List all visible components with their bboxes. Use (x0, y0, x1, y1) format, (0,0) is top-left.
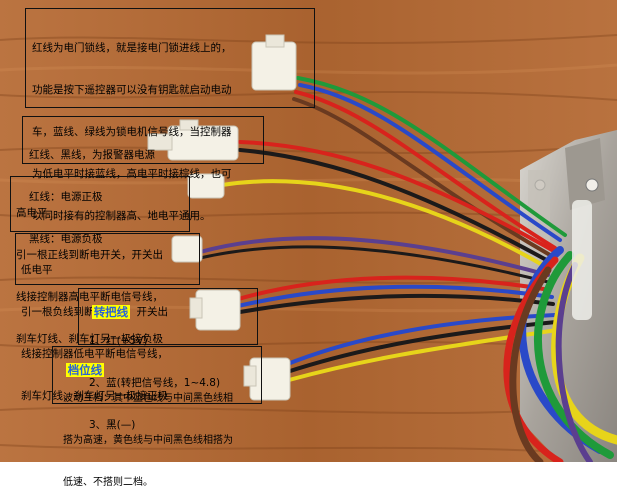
wire-bundle-icon (198, 76, 617, 462)
high-level-line-4: 刹车灯线、刹车灯另一极接负极 (16, 333, 163, 345)
alarm-line-1: 红线、黑线，为报警器电源 (29, 149, 155, 161)
low-level-note: 低电平 引一根负线到断电开关，开关出 线接控制器低电平断电信号线， 刹车灯线、刹… (15, 233, 200, 402)
gear-line-1: 波动三档：其中蓝色线与中间黑色线相 (63, 393, 233, 404)
door-lock-line-4: 为低电平时接蓝线，高电平时接棕线，也可 (32, 168, 232, 180)
door-lock-line-5: 以同时接有的控制器高、地电平通用。 (32, 210, 211, 222)
gear-title: 档位线 (65, 363, 105, 377)
throttle-line-2: 2、蓝(转把信号线，1~4.8) (89, 377, 221, 389)
alarm-line-3: 黑线：电源负极 (29, 233, 103, 245)
alarm-line-2: 红线：电源正极 (29, 191, 103, 203)
door-lock-line-1: 红线为电门锁线，就是接电门锁进线上的， (32, 42, 232, 54)
high-level-line-1: 高电平 (16, 207, 48, 219)
high-level-note: 高电平 引一根正线到断电开关，开关出 线接控制器高电平断电信号线， 刹车灯线、刹… (10, 176, 190, 345)
door-lock-line-2: 功能是按下遥控器可以没有钥匙就启动电动 (32, 84, 232, 96)
door-lock-line-3: 车，蓝线、绿线为锁电机信号线，当控制器 (32, 126, 232, 138)
throttle-note: 转把线 1、红(+5V) 2、蓝(转把信号线，1~4.8) 3、黑(—) (78, 288, 258, 431)
high-level-line-3: 线接控制器高电平断电信号线， (16, 291, 163, 303)
door-lock-note: 红线为电门锁线，就是接电门锁进线上的， 功能是按下遥控器可以没有钥匙就启动电动 … (25, 8, 315, 222)
alarm-power-note: 红线、黑线，为报警器电源 红线：电源正极 黑线：电源负极 (22, 116, 264, 245)
high-level-line-2: 引一根正线到断电开关，开关出 (16, 249, 163, 261)
gear-line-2: 搭为高速，黄色线与中间黑色线相搭为 (63, 435, 233, 446)
throttle-line-3: 3、黑(—) (89, 419, 136, 431)
throttle-line-1: 1、红(+5V) (89, 335, 148, 347)
connector-icon (147, 34, 297, 401)
gear-note: 档位线 波动三档：其中蓝色线与中间黑色线相 搭为高速，黄色线与中间黑色线相搭为 … (52, 346, 262, 488)
throttle-title: 转把线 (91, 305, 131, 319)
low-level-line-1: 低电平 (21, 264, 53, 276)
low-level-line-3: 线接控制器低电平断电信号线， (21, 348, 168, 360)
low-level-line-4: 刹车灯线、刹车灯另一极接正极 (21, 390, 168, 402)
gear-line-3: 低速、不搭则二档。 (63, 477, 153, 488)
wood-background-photo (0, 0, 617, 462)
